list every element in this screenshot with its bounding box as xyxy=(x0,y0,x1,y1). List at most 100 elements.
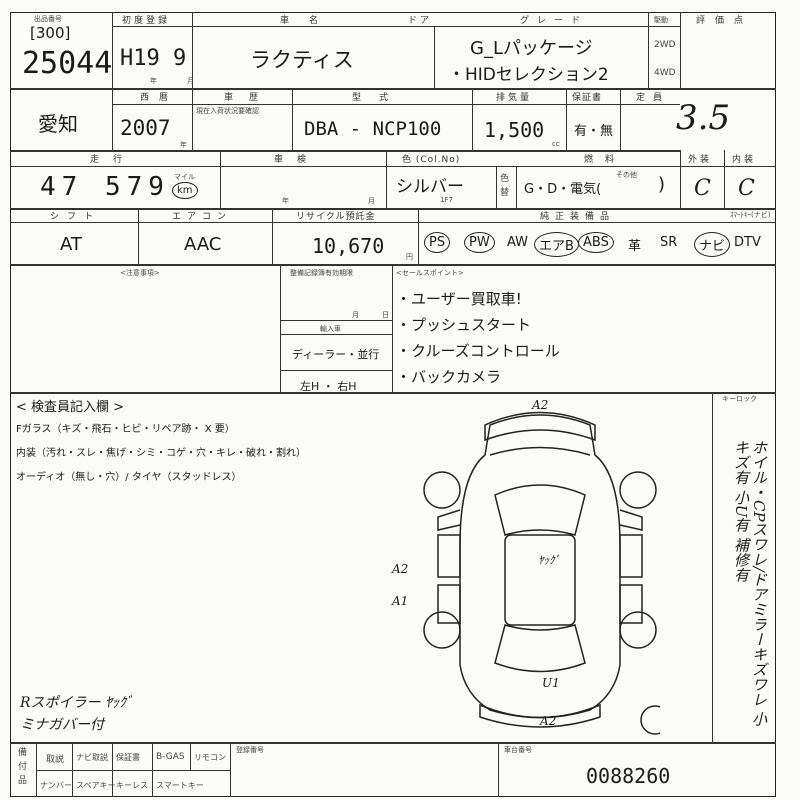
score: 3.5 xyxy=(676,98,731,138)
frame-label: 車台番号 xyxy=(504,746,532,754)
shaken-label: 車検 xyxy=(274,155,321,165)
fuel: G・D・電気( xyxy=(524,182,602,197)
first-reg: H19 9 xyxy=(120,46,187,71)
mark-u1: U1 xyxy=(542,676,560,690)
grade-label: グレード xyxy=(520,16,589,26)
selling-point-3: ・クルーズコントロール xyxy=(396,342,560,360)
warranty-label: 保証書 xyxy=(572,93,603,103)
inspector-label: < 検査員記入欄 > xyxy=(16,400,125,415)
inspector-line-3: オーディオ（無し・穴）/ タイヤ（スタッドレス） xyxy=(16,472,242,483)
car-name-label: 車名 xyxy=(280,16,339,26)
inspection-sub: 現在入荷状況要確認 xyxy=(196,107,259,115)
mark-center: ﾔｯｸﾞ xyxy=(538,554,560,567)
footer-item-number: ナンバー xyxy=(40,781,72,790)
color-change: 色 替 xyxy=(500,174,510,198)
model-label: 型式 xyxy=(352,93,407,103)
fuel-close: ) xyxy=(658,174,666,195)
equip-pw: PW xyxy=(464,232,495,253)
fuel-label: 燃料 xyxy=(584,155,627,165)
equip-navi: ナビ xyxy=(694,232,731,257)
drive-label: 駆動 xyxy=(654,16,668,24)
recycle: 10,670 xyxy=(312,234,385,258)
side-handwritten: ホイル・CPスワレ/ドアミラーキズワレ 小キズ有 小U有 補修有 xyxy=(732,440,768,727)
handwritten-note-2: ミナガバー付 xyxy=(20,717,104,733)
inspection-label: 車歴 xyxy=(224,93,275,103)
mark-a1-left: A1 xyxy=(392,594,409,608)
ac-label: エアコン xyxy=(172,212,233,222)
color-code: 1F7 xyxy=(440,196,453,204)
equip-sr: SR xyxy=(660,235,678,250)
grade-line1: G_Lパッケージ xyxy=(470,38,593,59)
car-diagram xyxy=(423,411,660,735)
inspector-line-2: 内装（汚れ・スレ・焦げ・シミ・コゲ・穴・キレ・破れ・割れ） xyxy=(16,448,306,459)
footer-item-spare-key: スペアキー xyxy=(76,781,116,790)
cc-label: 排気量 xyxy=(496,93,533,103)
lot-sub: [300] xyxy=(30,24,71,42)
day: 日 xyxy=(382,311,389,319)
shift: AT xyxy=(60,234,82,255)
color-label: 色 (Col.No) xyxy=(402,155,461,165)
steering: 左H ・ 右H xyxy=(300,380,357,393)
shaken-year: 年 xyxy=(282,197,289,205)
equip-abs: ABS xyxy=(578,232,614,253)
equipment-label: 純正装備品 xyxy=(540,212,616,222)
selling-point-2: ・プッシュスタート xyxy=(396,316,532,334)
shaken-month: 月 xyxy=(368,197,375,205)
mark-a2-left: A2 xyxy=(392,562,409,576)
cc-unit: cc xyxy=(552,140,560,148)
exterior: C xyxy=(694,176,711,201)
equip-airbag: エアB xyxy=(534,232,579,257)
door-label: ドア xyxy=(408,16,433,26)
year-label: 西暦 xyxy=(140,93,179,103)
tv-label: ｽﾏｰﾄｷｰ(ナビ) xyxy=(730,211,771,219)
first-reg-units: 年 月 xyxy=(150,77,209,85)
lot-number: 25044 xyxy=(22,46,113,81)
footer-item-manual: 取説 xyxy=(46,755,65,765)
color: シルバー xyxy=(396,177,464,197)
import-label: 輸入車 xyxy=(320,325,341,333)
footer-item-keyless: キーレス xyxy=(116,781,148,790)
inspector-line-1: Fガラス（キズ・飛石・ヒビ・リペア跡・ X 要） xyxy=(16,424,235,435)
year-suffix: 年 xyxy=(180,141,187,149)
lot-label: 出品番号 xyxy=(34,15,62,23)
first-reg-label: 初度登録 xyxy=(122,16,171,26)
mileage-unit-top: マイル xyxy=(174,173,195,181)
cc: 1,500 xyxy=(484,118,545,142)
drive-4wd: 4WD xyxy=(654,68,676,78)
frame-number: 0088260 xyxy=(586,764,671,788)
month: 月 xyxy=(352,311,359,319)
mileage-unit: km xyxy=(172,182,198,199)
interior: C xyxy=(738,176,755,201)
capacity-label: 定員 xyxy=(636,93,671,103)
selling-point-1: ・ユーザー買取車! xyxy=(396,290,522,308)
interior-label: 内装 xyxy=(732,155,757,165)
warranty-period-label: 整備記録簿有効期限 xyxy=(290,269,353,277)
shift-label: シフト xyxy=(50,212,102,222)
reg-number-label: 登録番号 xyxy=(236,746,264,754)
equip-aw: AW xyxy=(507,235,529,250)
keyrock-label: キーロック xyxy=(722,395,757,403)
ac: AAC xyxy=(184,234,222,255)
exterior-label: 外装 xyxy=(688,155,713,165)
footer-item-bgas: B-GAS xyxy=(156,752,185,762)
mileage: 47 579 xyxy=(40,172,170,202)
import-value: ディーラー・並行 xyxy=(292,348,380,361)
mileage-unit-circle: km xyxy=(172,182,198,199)
year: 2007 xyxy=(120,116,171,140)
equip-leather: 革 xyxy=(628,239,642,254)
footer-item-smart-key: スマートキー xyxy=(156,781,204,790)
warranty: 有・無 xyxy=(574,124,614,139)
fuel-other: その他 xyxy=(616,171,637,179)
selling-points-label: <セールスポイント> xyxy=(396,269,464,277)
car-name: ラクティス xyxy=(250,48,354,72)
footer-left-label: 備付品 xyxy=(18,748,28,786)
handwritten-note-1: Rスポイラー ﾔｯｸﾞ xyxy=(20,695,133,711)
equip-ps: PS xyxy=(424,232,451,253)
sheet-frame xyxy=(10,12,776,797)
grade-line2: ・HIDセレクション2 xyxy=(448,65,609,85)
footer-item-remote: リモコン xyxy=(194,753,226,762)
caution-label: <注意事項> xyxy=(120,269,160,277)
footer-item-warranty: 保証書 xyxy=(116,753,140,762)
selling-point-4: ・バックカメラ xyxy=(396,368,502,386)
region: 愛知 xyxy=(38,112,78,136)
